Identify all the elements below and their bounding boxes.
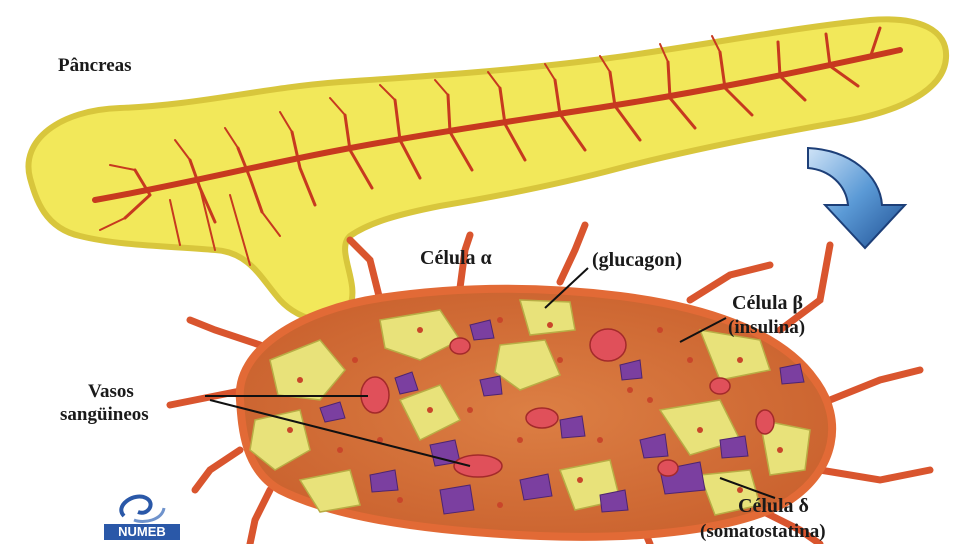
- alpha-cell-label: Célula α: [420, 248, 492, 268]
- numeb-logo-icon: [104, 486, 180, 526]
- numeb-logo: NUMEB: [104, 486, 180, 542]
- alpha-hormone-label: (glucagon): [592, 250, 682, 270]
- vessels-label-line2: sangüineos: [60, 405, 149, 424]
- delta-hormone-label: (somatostatina): [700, 522, 826, 541]
- numeb-logo-text: NUMEB: [104, 524, 180, 540]
- beta-hormone-label: (insulina): [728, 318, 805, 337]
- beta-cell-label: Célula β: [732, 293, 803, 313]
- pancreas-organ: [28, 19, 946, 320]
- delta-cell-label: Célula δ: [738, 496, 809, 516]
- zoom-arrow-icon: [808, 148, 905, 248]
- vessels-label-line1: Vasos: [88, 382, 134, 401]
- pancreas-label: Pâncreas: [58, 56, 132, 75]
